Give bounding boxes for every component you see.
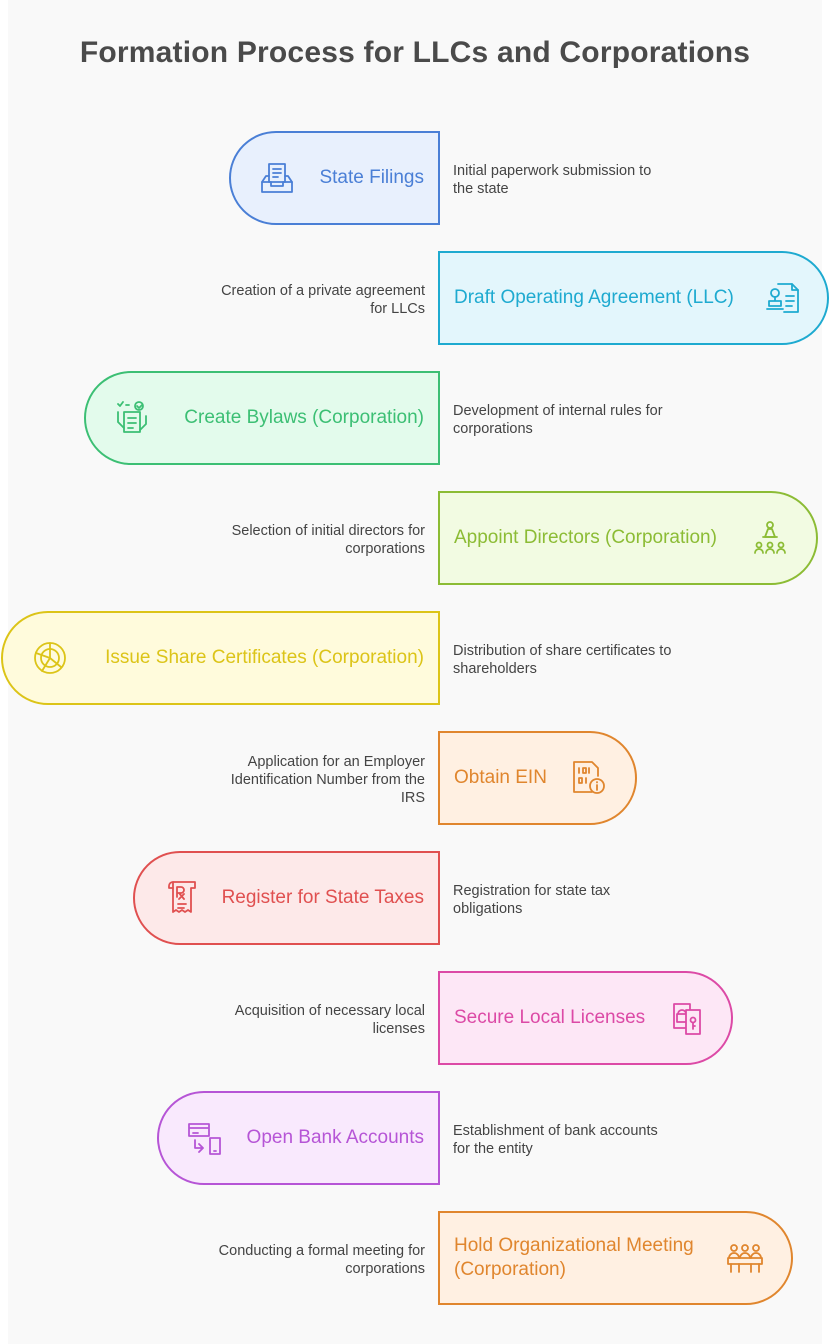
step-description: Initial paperwork submission to the stat… bbox=[453, 163, 652, 197]
step-label: Register for State Taxes bbox=[221, 887, 424, 908]
diagram-title: Formation Process for LLCs and Corporati… bbox=[79, 36, 751, 69]
step-description: Selection of initial directors for corpo… bbox=[231, 523, 425, 557]
step-obtain-ein: Obtain EIN bbox=[438, 731, 637, 825]
step-description: Registration for state tax obligations bbox=[453, 883, 611, 917]
step-description: Establishment of bank accounts for the e… bbox=[453, 1123, 658, 1157]
inbox-document-icon bbox=[257, 158, 297, 198]
step-create-bylaws: Create Bylaws (Corporation) bbox=[84, 371, 440, 465]
document-lock-key-icon bbox=[666, 998, 706, 1038]
step-label: Draft Operating Agreement (LLC) bbox=[454, 287, 734, 308]
prescription-receipt-icon bbox=[161, 878, 201, 918]
step-description: Application for an Employer Identificati… bbox=[230, 754, 425, 806]
step-open-bank-accounts: Open Bank Accounts bbox=[157, 1091, 440, 1185]
pie-chart-icon bbox=[30, 638, 70, 678]
step-draft-operating-agreement: Draft Operating Agreement (LLC) bbox=[438, 251, 829, 345]
step-label: Obtain EIN bbox=[454, 767, 547, 788]
step-appoint-directors: Appoint Directors (Corporation) bbox=[438, 491, 818, 585]
step-label: Hold Organizational Meeting (Corporation… bbox=[454, 1235, 694, 1280]
step-description: Creation of a private agreement for LLCs bbox=[221, 283, 425, 317]
binary-file-info-icon bbox=[568, 758, 608, 798]
step-label: Appoint Directors (Corporation) bbox=[454, 527, 717, 548]
step-label: Open Bank Accounts bbox=[246, 1127, 424, 1148]
step-secure-local-licenses: Secure Local Licenses bbox=[438, 971, 733, 1065]
step-label: Secure Local Licenses bbox=[454, 1007, 646, 1028]
step-hold-organizational-meeting: Hold Organizational Meeting (Corporation… bbox=[438, 1211, 793, 1305]
step-register-state-taxes: Register for State Taxes bbox=[133, 851, 440, 945]
step-label: Issue Share Certificates (Corporation) bbox=[105, 647, 424, 668]
step-description: Development of internal rules for corpor… bbox=[453, 403, 663, 437]
step-description: Acquisition of necessary local licenses bbox=[234, 1003, 425, 1037]
presenter-audience-icon bbox=[750, 518, 790, 558]
contract-stamp-icon bbox=[762, 278, 802, 318]
step-description: Distribution of share certificates to sh… bbox=[453, 643, 672, 677]
step-issue-share-certificates: Issue Share Certificates (Corporation) bbox=[1, 611, 440, 705]
meeting-table-icon bbox=[725, 1238, 765, 1278]
step-label: State Filings bbox=[319, 167, 424, 188]
checklist-hand-icon bbox=[112, 398, 152, 438]
step-description: Conducting a formal meeting for corporat… bbox=[218, 1243, 425, 1277]
card-to-phone-icon bbox=[185, 1118, 225, 1158]
step-state-filings: State Filings bbox=[229, 131, 440, 225]
step-label: Create Bylaws (Corporation) bbox=[184, 407, 424, 428]
